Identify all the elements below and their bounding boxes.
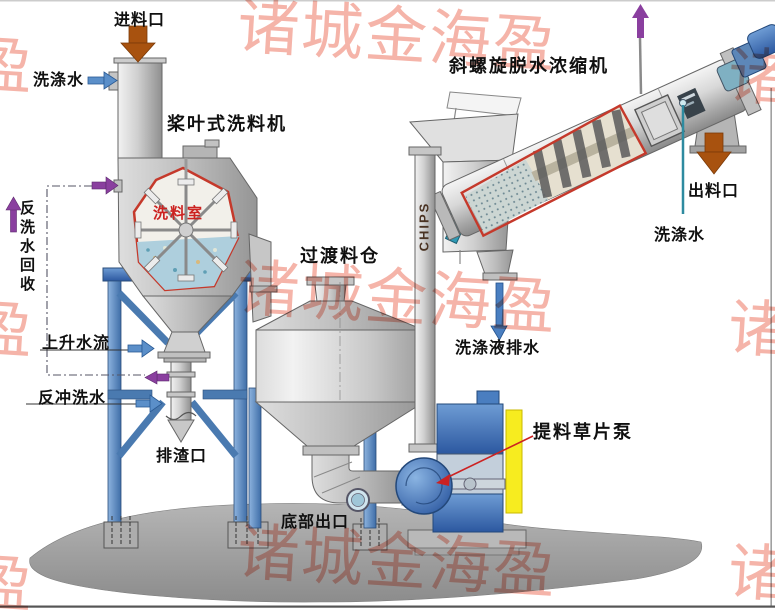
cutaway-outline: [460, 104, 648, 238]
label-paddle-washer: 桨叶式洗料机: [167, 114, 287, 134]
recovery-in-arrow: [91, 181, 107, 190]
label-transition-hopper: 过渡料仓: [300, 246, 380, 266]
flow-arrows: [5, 25, 732, 486]
recovery-out-arrow: [156, 373, 170, 382]
label-backwash-recovery: 反洗水回收: [18, 200, 35, 295]
label-washing-liquid-drain: 洗涤液排水: [455, 340, 541, 357]
pump-guard: [505, 409, 523, 514]
top-border-line: [0, 0, 775, 2]
label-discharge-outlet: 出料口: [688, 183, 740, 200]
label-slag-outlet: 排渣口: [156, 448, 208, 465]
pump-leader-arrow: [436, 435, 534, 486]
discharge-arrow: [696, 132, 732, 175]
label-screw-dewaterer: 斜螺旋脱水浓缩机: [449, 56, 609, 76]
chips-riser-pipe: [408, 146, 442, 453]
feed-inlet-arrow: [120, 25, 156, 63]
vent-up-arrow: [632, 4, 649, 38]
drain-down-arrow: [490, 282, 508, 341]
lift-pump: [395, 390, 527, 556]
label-chips-pipe: CHIPS: [416, 201, 432, 252]
transition-hopper: [248, 276, 426, 529]
right-border-line: [770, 88, 772, 606]
paddle-washer: [102, 57, 388, 551]
bottom-border-line: [0, 605, 775, 608]
label-lift-pump: 提料草片泵: [533, 422, 633, 442]
label-feed-inlet: 进料口: [114, 12, 166, 29]
label-wash-chamber: 洗料室: [153, 205, 205, 222]
overflow-duct: [248, 233, 272, 323]
recovery-up-arrow: [10, 207, 17, 233]
backflush-arrow: [135, 399, 151, 408]
label-bottom-outlet: 底部出口: [281, 514, 350, 531]
label-wash-water-right: 洗涤水: [654, 227, 706, 244]
backwash-recovery-loop: [46, 185, 145, 376]
label-wash-water-left: 洗涤水: [33, 72, 85, 89]
label-rising-water-flow: 上升水流: [42, 335, 111, 352]
vent-pipe: [638, 37, 643, 95]
pump-volute: [395, 457, 453, 515]
rising-flow-arrow: [127, 344, 143, 353]
wash-water-arrow: [87, 76, 105, 85]
label-backflush-water: 反冲洗水: [38, 390, 107, 407]
screw-dewaterer: [428, 47, 762, 241]
